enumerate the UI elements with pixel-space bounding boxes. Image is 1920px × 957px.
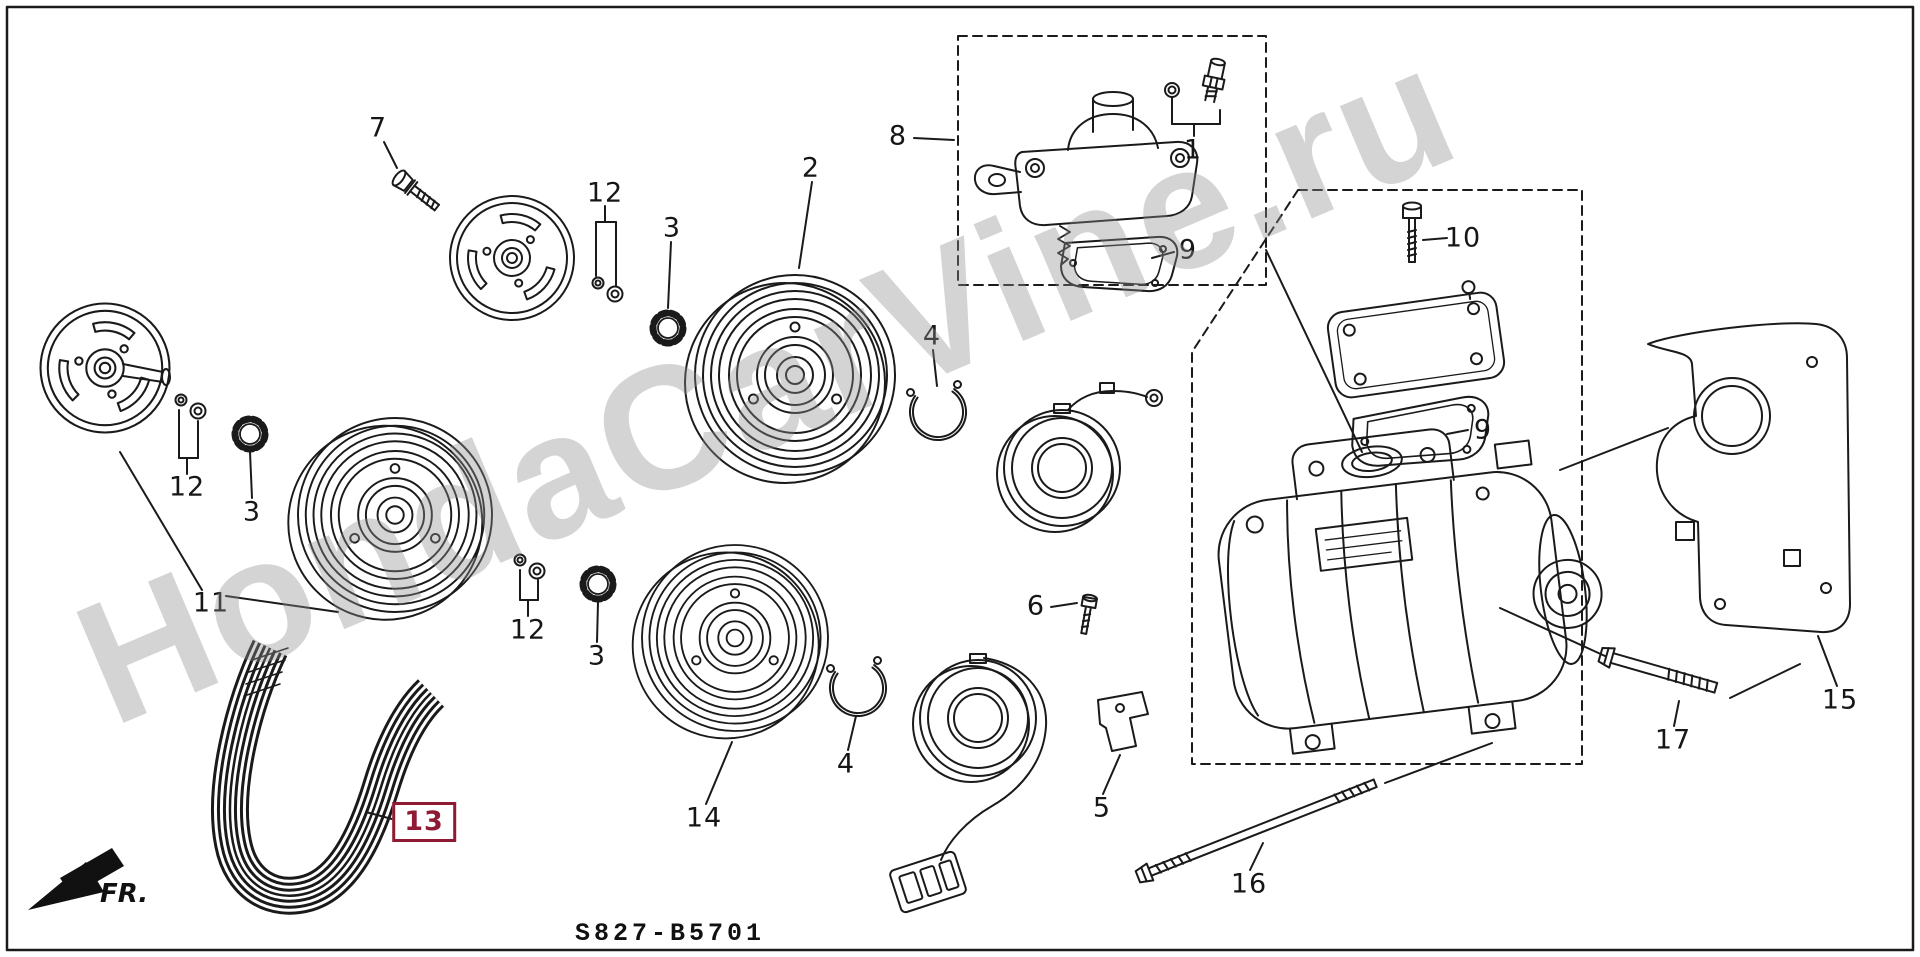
part-callout-15[interactable]: 15 xyxy=(1821,684,1859,716)
compressor-group xyxy=(1191,189,1603,765)
part-callout-12[interactable]: 12 xyxy=(586,177,624,209)
bolt-16 xyxy=(1134,778,1378,884)
part-callout-5[interactable]: 5 xyxy=(1092,792,1112,824)
rear-cover-plate xyxy=(1326,280,1506,399)
part-callout-9[interactable]: 9 xyxy=(1178,234,1198,266)
part-callout-2[interactable]: 2 xyxy=(801,152,821,184)
part-callout-14[interactable]: 14 xyxy=(685,802,723,834)
gasket-9-top xyxy=(1060,235,1179,293)
field-coil-5 xyxy=(889,653,1149,914)
part-callout-10[interactable]: 10 xyxy=(1444,222,1482,254)
mount-bracket-15 xyxy=(1647,322,1851,634)
fr-label: FR. xyxy=(100,879,148,909)
part-callout-12[interactable]: 12 xyxy=(168,471,206,503)
part-callout-3[interactable]: 3 xyxy=(662,212,682,244)
part-callout-16[interactable]: 16 xyxy=(1230,868,1268,900)
field-coil-upper xyxy=(996,382,1163,533)
part-callout-12[interactable]: 12 xyxy=(509,614,547,646)
coil-connector xyxy=(889,850,967,914)
part-callout-1[interactable]: 1 xyxy=(1183,134,1203,166)
drive-belt-13 xyxy=(211,639,445,915)
part-callout-6[interactable]: 6 xyxy=(1026,590,1046,622)
diagram-code: S827-B5701 xyxy=(575,919,765,948)
part-callout-7[interactable]: 7 xyxy=(368,112,388,144)
bolt-17 xyxy=(1597,646,1719,694)
page-frame xyxy=(5,5,1915,952)
compressor-body xyxy=(1217,428,1603,755)
valve-assembly-group xyxy=(957,35,1267,293)
part-callout-3[interactable]: 3 xyxy=(587,640,607,672)
part-callout-3[interactable]: 3 xyxy=(242,496,262,528)
part-callout-4[interactable]: 4 xyxy=(922,320,942,352)
valve-sensor-1 xyxy=(1201,57,1226,104)
clutch-disc-left xyxy=(39,302,171,434)
fr-direction-arrow xyxy=(28,848,124,910)
part-callout-4[interactable]: 4 xyxy=(836,748,856,780)
part-callout-11[interactable]: 11 xyxy=(192,587,230,619)
part-callout-8[interactable]: 8 xyxy=(888,120,908,152)
bolt-7 xyxy=(391,169,440,212)
bolt-10 xyxy=(1402,201,1422,263)
coil-bracket xyxy=(1097,691,1149,752)
part-callout-13[interactable]: 13 xyxy=(392,802,456,842)
part-callout-17[interactable]: 17 xyxy=(1654,724,1692,756)
leader-lines xyxy=(119,97,1838,871)
bolt-6 xyxy=(1080,593,1098,635)
part-callout-9[interactable]: 9 xyxy=(1473,414,1493,446)
assembly-axis-lines xyxy=(1265,249,1801,784)
